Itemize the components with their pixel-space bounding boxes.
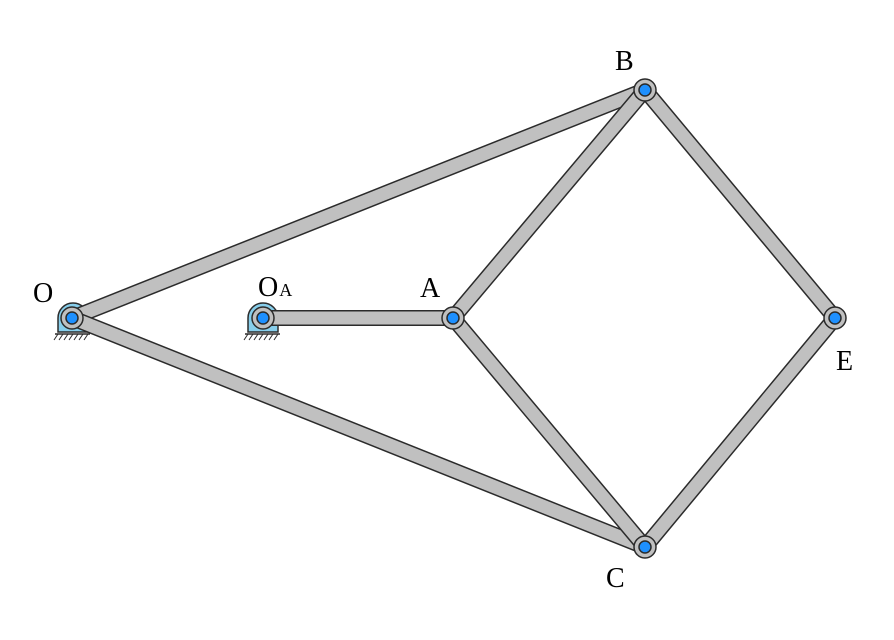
label-oa-sub: A bbox=[279, 280, 292, 300]
link-a-c bbox=[445, 310, 653, 555]
link-c-e bbox=[637, 310, 843, 555]
joint-c bbox=[633, 535, 657, 559]
joint-b bbox=[633, 78, 657, 102]
label-b: B bbox=[615, 46, 634, 77]
label-o: O bbox=[33, 278, 53, 309]
label-oa-main: O bbox=[258, 272, 278, 303]
link-b-e bbox=[637, 82, 843, 326]
label-e: E bbox=[836, 346, 853, 377]
joint-e bbox=[823, 306, 847, 330]
label-oa: OA bbox=[258, 272, 292, 303]
link-a-b bbox=[445, 82, 653, 326]
joint-oa bbox=[251, 306, 275, 330]
label-a: A bbox=[420, 273, 441, 304]
link-o-c bbox=[64, 310, 653, 555]
label-c: C bbox=[606, 563, 625, 594]
joint-a bbox=[441, 306, 465, 330]
joint-o bbox=[60, 306, 84, 330]
link-o-b bbox=[64, 82, 653, 326]
